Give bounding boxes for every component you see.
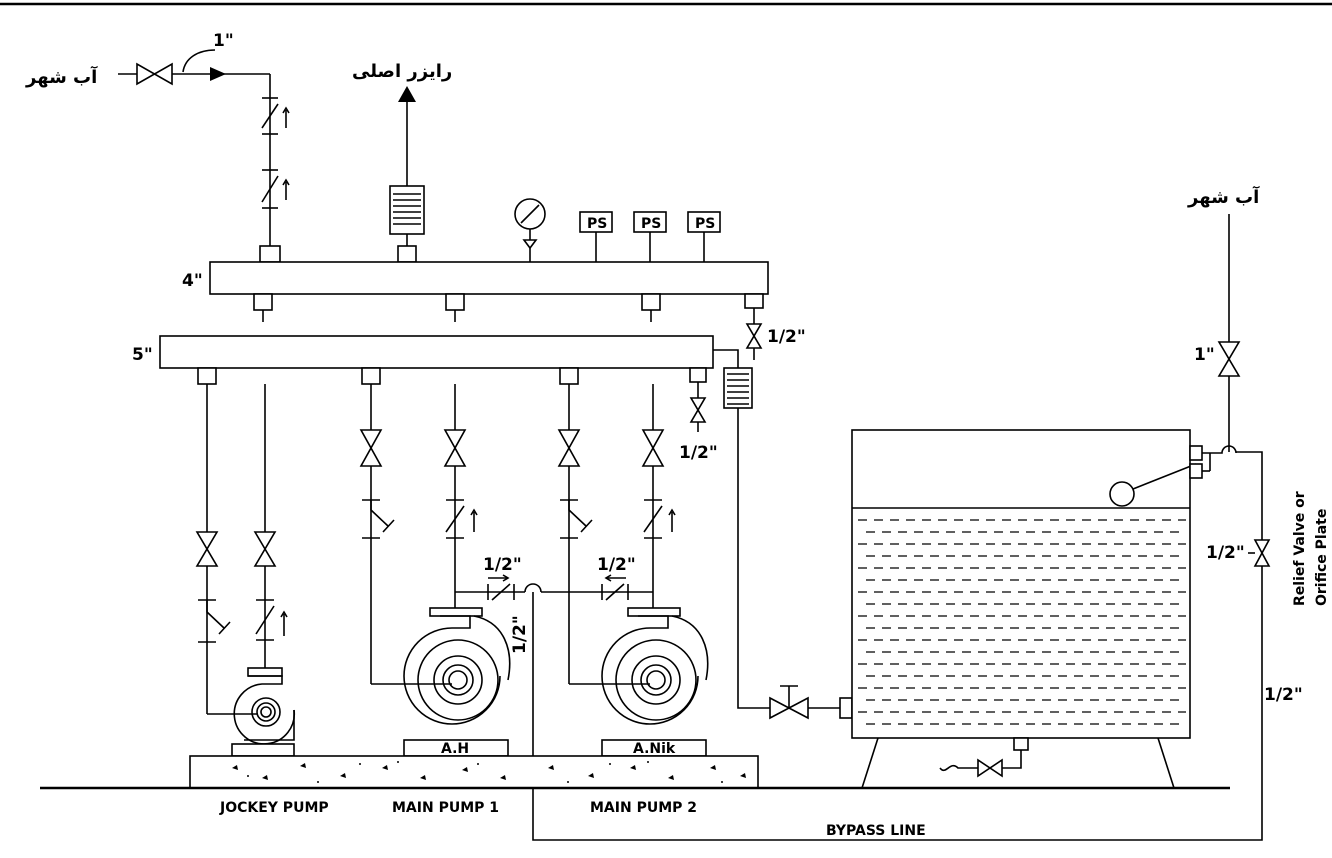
relief-valve[interactable] — [1248, 539, 1271, 567]
drain-valve-size-2-label: 1/2" — [679, 443, 718, 463]
svg-text:PS: PS — [641, 216, 661, 232]
city-water-inlet — [118, 49, 290, 263]
water-tank — [851, 429, 1191, 789]
inlet-check-valve-1[interactable] — [261, 97, 290, 135]
pump1-plate-label: A.H — [441, 741, 469, 757]
relief-size-label: 1/2" — [1206, 543, 1245, 563]
pump2-suction-valve[interactable] — [557, 429, 581, 467]
jockey-pump — [231, 667, 296, 757]
concrete-hatch — [232, 761, 746, 783]
tank-drain-valve[interactable] — [977, 758, 1003, 778]
pump2-discharge-valve[interactable] — [641, 429, 665, 467]
pump1-discharge-valve[interactable] — [443, 429, 467, 467]
tank-water-hatch — [858, 519, 1186, 725]
main-pump-1: A.H — [403, 607, 511, 757]
svg-text:PS: PS — [695, 216, 715, 232]
header-5-outlets — [197, 367, 707, 385]
vertical-size-label: 1/2" — [510, 615, 530, 654]
pressure-switch-2: PS — [633, 211, 667, 262]
pressure-switch-3: PS — [687, 211, 721, 262]
inlet-check-valve-2[interactable] — [261, 169, 290, 209]
header-4-inch — [209, 261, 769, 295]
header-5-drain-valve[interactable] — [689, 382, 707, 432]
main-riser — [389, 86, 425, 263]
main-pump-2-suction — [557, 384, 650, 685]
jockey-discharge-valve[interactable] — [253, 531, 277, 567]
cross-valve-size-right-label: 1/2" — [597, 555, 636, 575]
jockey-suction-valve[interactable] — [195, 531, 219, 567]
main-pump-1-suction — [359, 384, 452, 685]
jockey-discharge-line — [253, 384, 288, 670]
pump2-plate-label: A.Nik — [633, 741, 676, 757]
pressure-switch-1: PS — [579, 211, 613, 262]
drain-valve-size-1-label: 1/2" — [767, 327, 806, 347]
bypass-line-label: BYPASS LINE — [826, 823, 926, 839]
main-pump-2-label: MAIN PUMP 2 — [590, 800, 697, 816]
tank-return-line — [713, 349, 853, 720]
flow-arrow-icon — [210, 67, 226, 81]
riser-arrow-icon — [398, 86, 416, 102]
bypass-size-label: 1/2" — [1264, 685, 1303, 705]
tank-inlet-gate-valve[interactable] — [1217, 341, 1241, 377]
inlet-gate-valve[interactable] — [136, 62, 173, 86]
jockey-pump-label: JOCKEY PUMP — [219, 800, 329, 816]
city-water-right-line — [1217, 214, 1241, 452]
tank-drain — [939, 737, 1029, 778]
header-5-size-label: 5" — [132, 345, 153, 365]
inlet-flange — [259, 245, 281, 263]
jockey-suction-line — [195, 384, 258, 715]
header-5-inch — [159, 335, 714, 369]
relief-note-line2: Orifice Plate — [1314, 509, 1330, 606]
pump1-suction-valve[interactable] — [359, 429, 383, 467]
tank-inlet-size-label: 1" — [1194, 345, 1215, 365]
header-4-outlets — [253, 293, 764, 322]
inlet-size-label: 1" — [213, 31, 234, 51]
header-4-size-label: 4" — [182, 271, 203, 291]
main-pump-1-discharge — [443, 384, 478, 610]
header-4-drain-valve[interactable] — [745, 308, 763, 360]
main-pump-2-discharge — [641, 384, 676, 610]
pressure-gauge — [514, 198, 546, 262]
city-water-left-label: آب شهر — [25, 65, 98, 88]
cross-valve-size-left-label: 1/2" — [483, 555, 522, 575]
pump-cross-connection — [455, 574, 653, 601]
city-water-right-label: آب شهر — [1187, 185, 1260, 208]
main-pump-2: A.Nik — [601, 607, 709, 757]
relief-note-line1: Relief Valve or — [1292, 491, 1308, 606]
main-pump-1-label: MAIN PUMP 1 — [392, 800, 499, 816]
main-riser-label: رایزر اصلی — [352, 61, 452, 82]
svg-text:PS: PS — [587, 216, 607, 232]
concrete-pad — [189, 755, 759, 789]
